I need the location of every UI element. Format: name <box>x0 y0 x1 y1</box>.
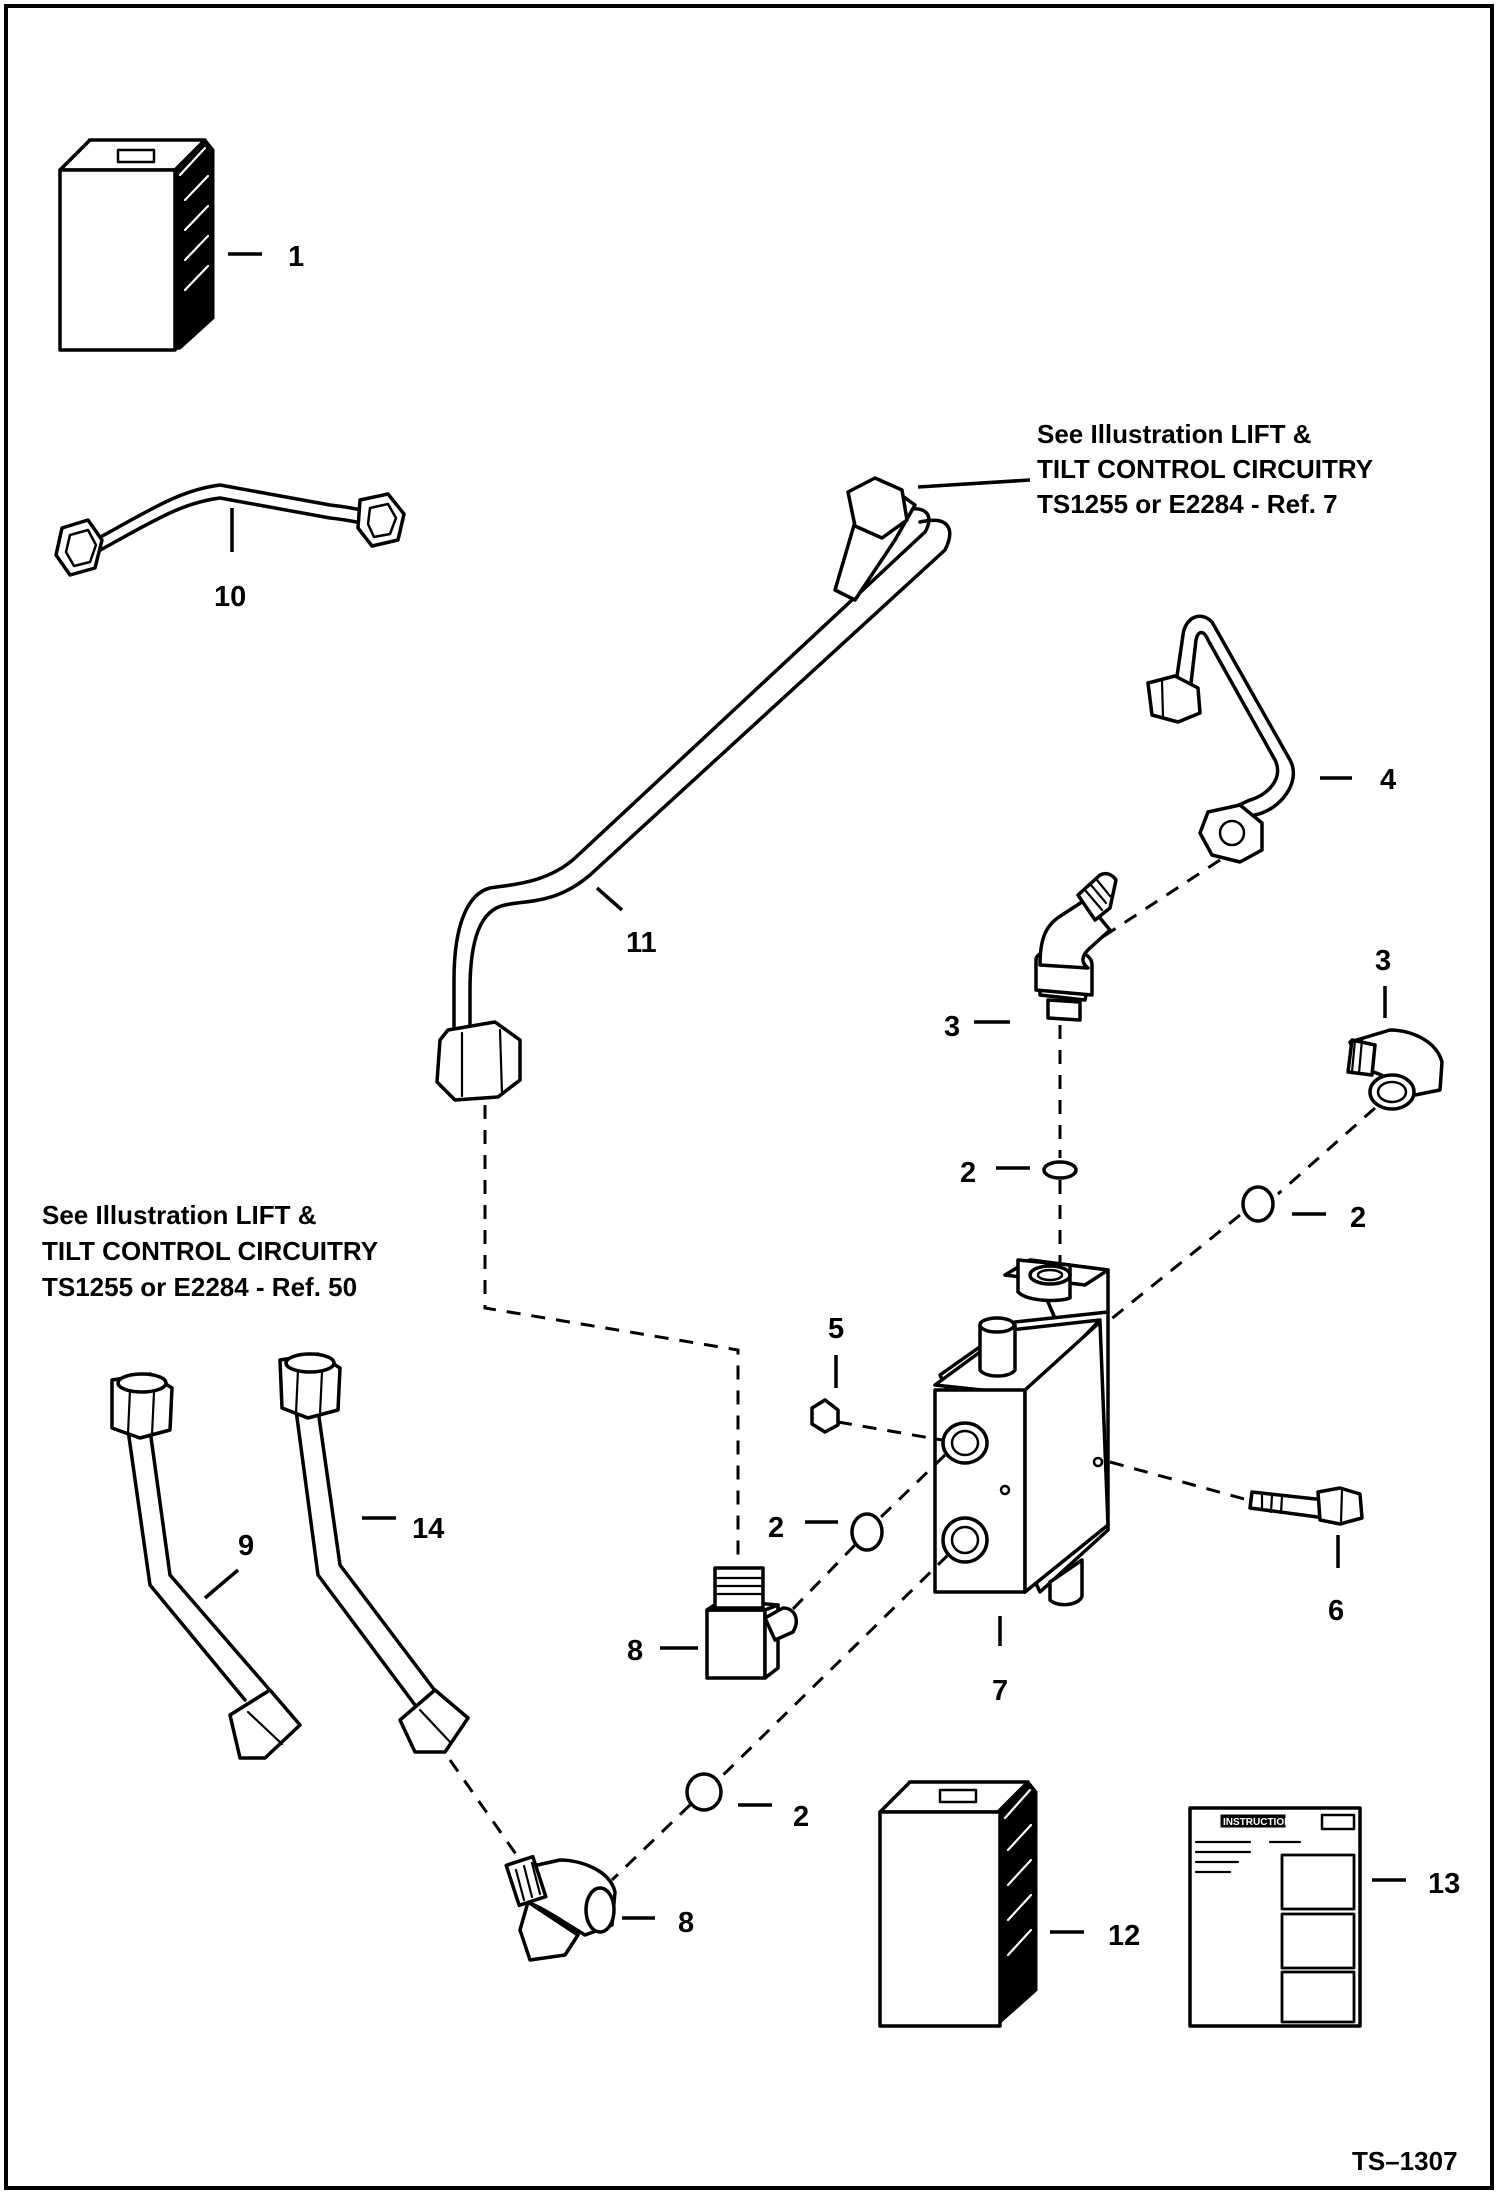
callout-3-left: 3 <box>944 1011 960 1043</box>
callout-6: 6 <box>1328 1595 1344 1627</box>
callout-12: 12 <box>1108 1920 1140 1952</box>
note-top-line-3: TS1255 or E2284 - Ref. 7 <box>1037 489 1338 519</box>
part-7-valve <box>933 1258 1110 1607</box>
callout-7: 7 <box>992 1675 1008 1707</box>
callout-9: 9 <box>238 1530 254 1562</box>
callout-2-center: 2 <box>960 1157 976 1189</box>
note-left-line-1: See Illustration LIFT & <box>42 1200 316 1230</box>
o-ring-2-bottom <box>685 1772 723 1812</box>
note-top-line-2: TILT CONTROL CIRCUITRY <box>1037 454 1373 484</box>
part-8-fitting-lower <box>504 1854 617 1962</box>
part-13-instruction-sheet: INSTRUCTIONS <box>1188 1806 1362 2028</box>
part-5-nut <box>810 1398 840 1434</box>
part-3-elbow-center <box>1034 871 1118 1022</box>
o-ring-2-mid <box>850 1512 884 1552</box>
note-left-line-2: TILT CONTROL CIRCUITRY <box>42 1236 378 1266</box>
part-3-elbow-right <box>1346 1028 1444 1111</box>
callout-8-upper: 8 <box>627 1635 643 1667</box>
part-8-fitting-upper <box>705 1566 798 1680</box>
callout-3-right: 3 <box>1375 945 1391 977</box>
connection-lines <box>448 858 1376 1882</box>
part-10-tube <box>54 483 406 577</box>
callout-14: 14 <box>412 1513 444 1545</box>
note-left-line-3: TS1255 or E2284 - Ref. 50 <box>42 1272 357 1302</box>
o-ring-2-right <box>1241 1185 1275 1223</box>
instruction-sheet-title: INSTRUCTIONS <box>1223 1817 1298 1828</box>
o-ring-2-center <box>1042 1160 1078 1180</box>
callout-5: 5 <box>828 1313 844 1345</box>
callout-13: 13 <box>1428 1868 1460 1900</box>
part-11-tube <box>435 476 952 1102</box>
note-left: See Illustration LIFT & TILT CONTROL CIR… <box>42 1200 385 1302</box>
part-6-bolt <box>1248 1486 1364 1526</box>
part-1-box <box>58 138 215 352</box>
callout-2-bottom: 2 <box>793 1801 809 1833</box>
callout-2-mid: 2 <box>768 1512 784 1544</box>
part-14-hose <box>278 1352 470 1754</box>
part-4-tube <box>1146 614 1296 864</box>
callout-10: 10 <box>214 581 246 613</box>
callout-2-right: 2 <box>1350 1202 1366 1234</box>
note-top: See Illustration LIFT & TILT CONTROL CIR… <box>1037 419 1380 519</box>
note-top-line-1: See Illustration LIFT & <box>1037 419 1311 449</box>
callout-1: 1 <box>288 241 304 273</box>
part-12-box <box>878 1780 1038 2028</box>
figure-number: TS–1307 <box>1352 2146 1458 2176</box>
page-border <box>4 4 1494 2190</box>
callout-11: 11 <box>626 927 657 959</box>
part-9-hose <box>110 1372 302 1760</box>
callout-4: 4 <box>1380 764 1396 796</box>
callout-8-lower: 8 <box>678 1907 694 1939</box>
